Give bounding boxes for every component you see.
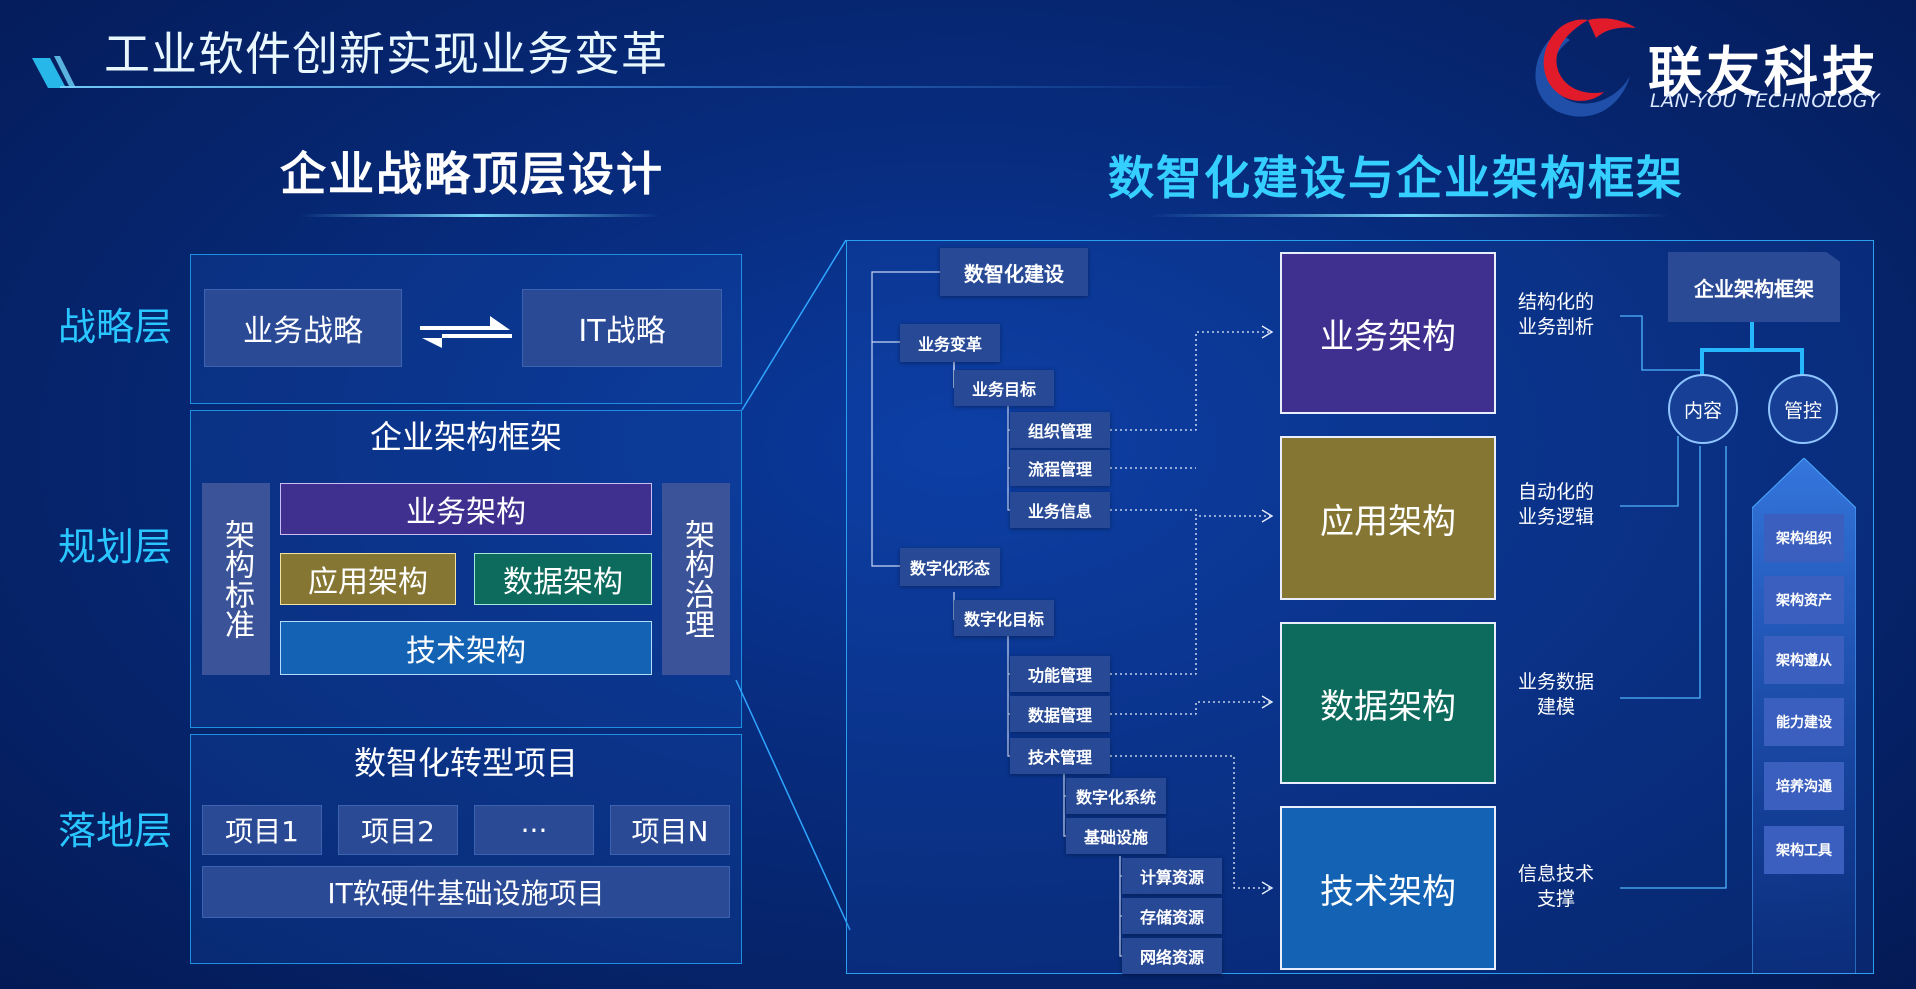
title-decoration-icon <box>32 56 76 88</box>
tree-node-digital-form: 数字化形态 <box>900 548 1000 586</box>
desc-technology: 信息技术 支撑 <box>1506 862 1606 912</box>
desc-business-line1: 结构化的 <box>1517 291 1594 313</box>
tree-node-business-info: 业务信息 <box>1010 492 1110 528</box>
left-heading-glow <box>300 214 660 217</box>
arch-technology-box: 技术架构 <box>1280 806 1496 970</box>
project-ellipsis-box: ··· <box>474 805 594 855</box>
tree-node-network: 网络资源 <box>1122 938 1222 974</box>
framework-content-circle: 内容 <box>1668 374 1738 444</box>
tree-node-org-mgmt: 组织管理 <box>1010 412 1110 448</box>
landing-panel-title: 数智化转型项目 <box>353 744 578 782</box>
tree-node-business-goal: 业务目标 <box>954 370 1054 406</box>
arch-data-box: 数据架构 <box>1280 622 1496 784</box>
lanyou-logo-icon <box>1535 18 1636 117</box>
desc-business-line2: 业务剖析 <box>1517 316 1594 338</box>
layer-label-strategy: 战略层 <box>58 305 173 349</box>
right-section-heading: 数智化建设与企业架构框架 <box>1108 151 1684 205</box>
tree-node-process-mgmt: 流程管理 <box>1010 450 1110 486</box>
project-2-box: 项目2 <box>338 805 458 855</box>
stack-item-compliance: 架构遵从 <box>1764 636 1844 684</box>
technology-architecture-box: 技术架构 <box>280 621 652 675</box>
page-title: 工业软件创新实现业务变革 <box>104 27 668 81</box>
tree-node-root: 数智化建设 <box>940 248 1088 296</box>
desc-application-line1: 自动化的 <box>1517 481 1594 503</box>
project-1-box: 项目1 <box>202 805 322 855</box>
stack-item-organization: 架构组织 <box>1764 514 1844 562</box>
brand-name-en: LAN-YOU TECHNOLOGY <box>1650 90 1881 112</box>
tree-node-tech-mgmt: 技术管理 <box>1010 738 1110 774</box>
business-strategy-box: 业务战略 <box>204 289 402 367</box>
framework-control-circle: 管控 <box>1768 374 1838 444</box>
arch-application-box: 应用架构 <box>1280 436 1496 600</box>
tree-node-digital-goal: 数字化目标 <box>954 600 1054 636</box>
application-architecture-box: 应用架构 <box>280 553 456 605</box>
desc-data-line2: 建模 <box>1536 696 1575 718</box>
brand-name-cn: 联友科技 <box>1648 41 1880 104</box>
desc-application-line2: 业务逻辑 <box>1517 506 1594 528</box>
desc-data-line1: 业务数据 <box>1517 671 1594 693</box>
it-infrastructure-project-box: IT软硬件基础设施项目 <box>202 866 730 918</box>
right-heading-glow <box>1150 214 1670 217</box>
stack-item-assets: 架构资产 <box>1764 576 1844 624</box>
business-architecture-box: 业务架构 <box>280 483 652 535</box>
project-n-box: 项目N <box>610 805 730 855</box>
tree-node-digital-system: 数字化系统 <box>1066 778 1166 814</box>
desc-business: 结构化的 业务剖析 <box>1506 290 1606 340</box>
architecture-governance-box: 架构治理 <box>662 483 730 675</box>
tree-node-storage: 存储资源 <box>1122 898 1222 934</box>
layer-label-landing: 落地层 <box>58 809 173 853</box>
it-strategy-box: IT战略 <box>522 289 722 367</box>
tree-node-business-change: 业务变革 <box>900 324 1000 362</box>
title-underline <box>60 86 1240 88</box>
architecture-standard-box: 架构标准 <box>202 483 270 675</box>
stack-item-capability: 能力建设 <box>1764 698 1844 746</box>
data-architecture-box: 数据架构 <box>474 553 652 605</box>
tree-node-data-mgmt: 数据管理 <box>1010 696 1110 732</box>
tree-node-function-mgmt: 功能管理 <box>1010 656 1110 692</box>
left-section-heading: 企业战略顶层设计 <box>280 147 664 201</box>
tree-node-infrastructure: 基础设施 <box>1066 818 1166 854</box>
arch-business-box: 业务架构 <box>1280 252 1496 414</box>
framework-title-box: 企业架构框架 <box>1668 252 1840 322</box>
desc-technology-line2: 支撑 <box>1536 888 1575 910</box>
layer-label-planning: 规划层 <box>58 525 173 569</box>
stack-item-tools: 架构工具 <box>1764 826 1844 874</box>
bidirectional-arrow-icon <box>420 316 512 348</box>
desc-data: 业务数据 建模 <box>1506 670 1606 720</box>
desc-application: 自动化的 业务逻辑 <box>1506 480 1606 530</box>
stack-item-communication: 培养沟通 <box>1764 762 1844 810</box>
desc-technology-line1: 信息技术 <box>1517 863 1594 885</box>
planning-panel-title: 企业架构框架 <box>369 418 562 456</box>
tree-node-compute: 计算资源 <box>1122 858 1222 894</box>
